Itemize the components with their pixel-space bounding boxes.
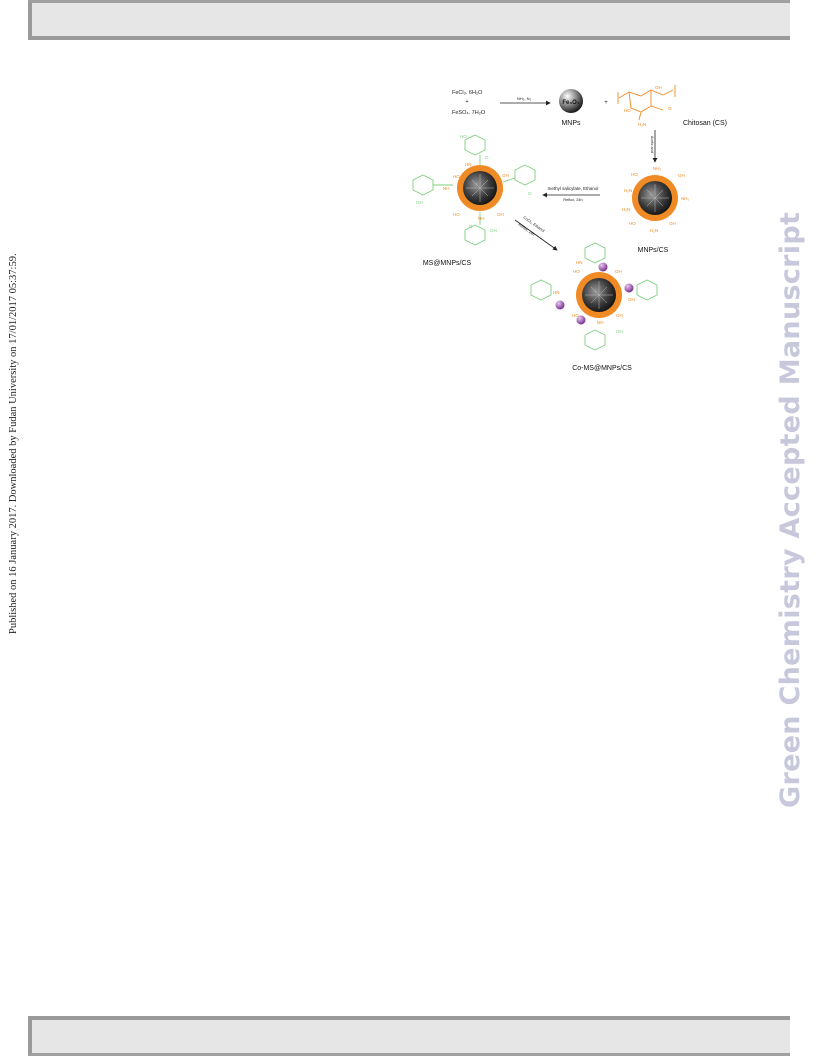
ms-o-top: O: [485, 155, 489, 160]
cobalt-ion-top: [598, 262, 608, 272]
chitosan-o-group: O: [668, 106, 672, 111]
co-ms-mnps-cs-particle: [576, 272, 622, 318]
ms-hn-right: HN: [497, 188, 504, 193]
co-hn-left: HN: [553, 290, 560, 295]
ms-oh-right: OH: [502, 173, 509, 178]
step1-condition: NH₃, N₂: [517, 96, 532, 101]
mnps-cs-label: MNPs/CS: [638, 247, 669, 254]
mnpscs-oh-topright: OH: [678, 173, 685, 178]
co-hn-top: HN: [576, 260, 583, 265]
step4-arrow: [514, 219, 558, 251]
plus-sign: +: [604, 100, 608, 106]
ms-nh-left: NH: [443, 186, 450, 191]
ms-oh-bottomright: OH: [497, 212, 504, 217]
footer-bar: [28, 1016, 790, 1056]
synthesis-scheme-figure: FeCl₃. 6H₂O + FeSO₄. 7H₂O NH₃, N₂ Fe₃O₄ …: [412, 85, 727, 372]
reagent-plus-label: +: [465, 99, 468, 105]
mnp-sphere: [559, 89, 583, 113]
ms-mnps-cs-particle: [457, 165, 503, 211]
ms-nh-bottom: NH: [478, 216, 485, 221]
header-bar: [28, 0, 790, 40]
co-oh-bottomright: OH: [616, 313, 623, 318]
core-label: Fe₃O₄: [562, 100, 579, 106]
cobalt-ion-right: [624, 283, 634, 293]
salicylate-arms: [412, 134, 536, 246]
co-oh-right: OH: [628, 297, 635, 302]
mnps-label: MNPs: [561, 120, 581, 127]
chitosan-label: Chitosan (CS): [683, 120, 727, 127]
mnpscs-h2n-bottom: H₂N: [650, 228, 658, 233]
ms-ho-bottomleft: HO: [453, 212, 460, 217]
chitosan-h2n-group: H₂N: [638, 122, 646, 127]
reagent-top-label: FeCl₃. 6H₂O: [452, 90, 483, 96]
chitosan-oh-group: OH: [655, 85, 662, 90]
co-oh-bottom-ring: OH: [616, 329, 623, 334]
chitosan-ho-group: HO: [624, 108, 631, 113]
mnpscs-ho-topleft: HO: [631, 172, 638, 177]
co-salicylate-arms: [530, 242, 658, 351]
watermark-text: Green Chemistry Accepted Manuscript: [775, 211, 806, 808]
co-ho-top: HO: [573, 269, 580, 274]
step3-condition-top: methyl salicylate, Ethanol: [548, 186, 599, 191]
co-ho-bottomleft: HO: [572, 313, 579, 318]
ms-oh-left: OH: [416, 200, 423, 205]
mnpscs-h2n-lowerleft: H₂N: [622, 207, 630, 212]
mnps-cs-particle: [632, 175, 678, 221]
co-nh-bottom: NH: [597, 320, 604, 325]
mnpscs-ho-bottomleft: HO: [629, 221, 636, 226]
ms-ho-left: HO: [453, 174, 460, 179]
cobalt-ion-left: [555, 300, 565, 310]
mnpscs-oh-bottomright: OH: [669, 221, 676, 226]
mnpscs-h2n-left: H₂N: [624, 188, 632, 193]
mnpscs-nh2-top: NH₂: [653, 166, 661, 171]
publication-notice-text: Published on 16 January 2017. Downloaded…: [8, 253, 19, 634]
step3-condition-bottom: Reflux, 24h: [563, 198, 582, 202]
ms-o-bottom: O: [469, 224, 473, 229]
step2-condition: Acetic acid: [650, 136, 654, 153]
ms-hn-top: HN: [465, 162, 472, 167]
ms-oh-bottom: OH: [490, 228, 497, 233]
ms-mnps-cs-label: MS@MNPs/CS: [423, 260, 472, 267]
mnpscs-nh2-right: NH₂: [681, 196, 689, 201]
cobalt-ion-bottom: [576, 315, 586, 325]
ms-o-right: O: [528, 191, 532, 196]
co-ms-mnps-cs-label: Co-MS@MNPs/CS: [572, 365, 632, 372]
ms-ho-top: HO: [460, 134, 467, 139]
co-oh-top: OH: [615, 269, 622, 274]
chitosan-structure: [617, 85, 676, 121]
reagent-bottom-label: FeSO₄. 7H₂O: [452, 110, 486, 116]
